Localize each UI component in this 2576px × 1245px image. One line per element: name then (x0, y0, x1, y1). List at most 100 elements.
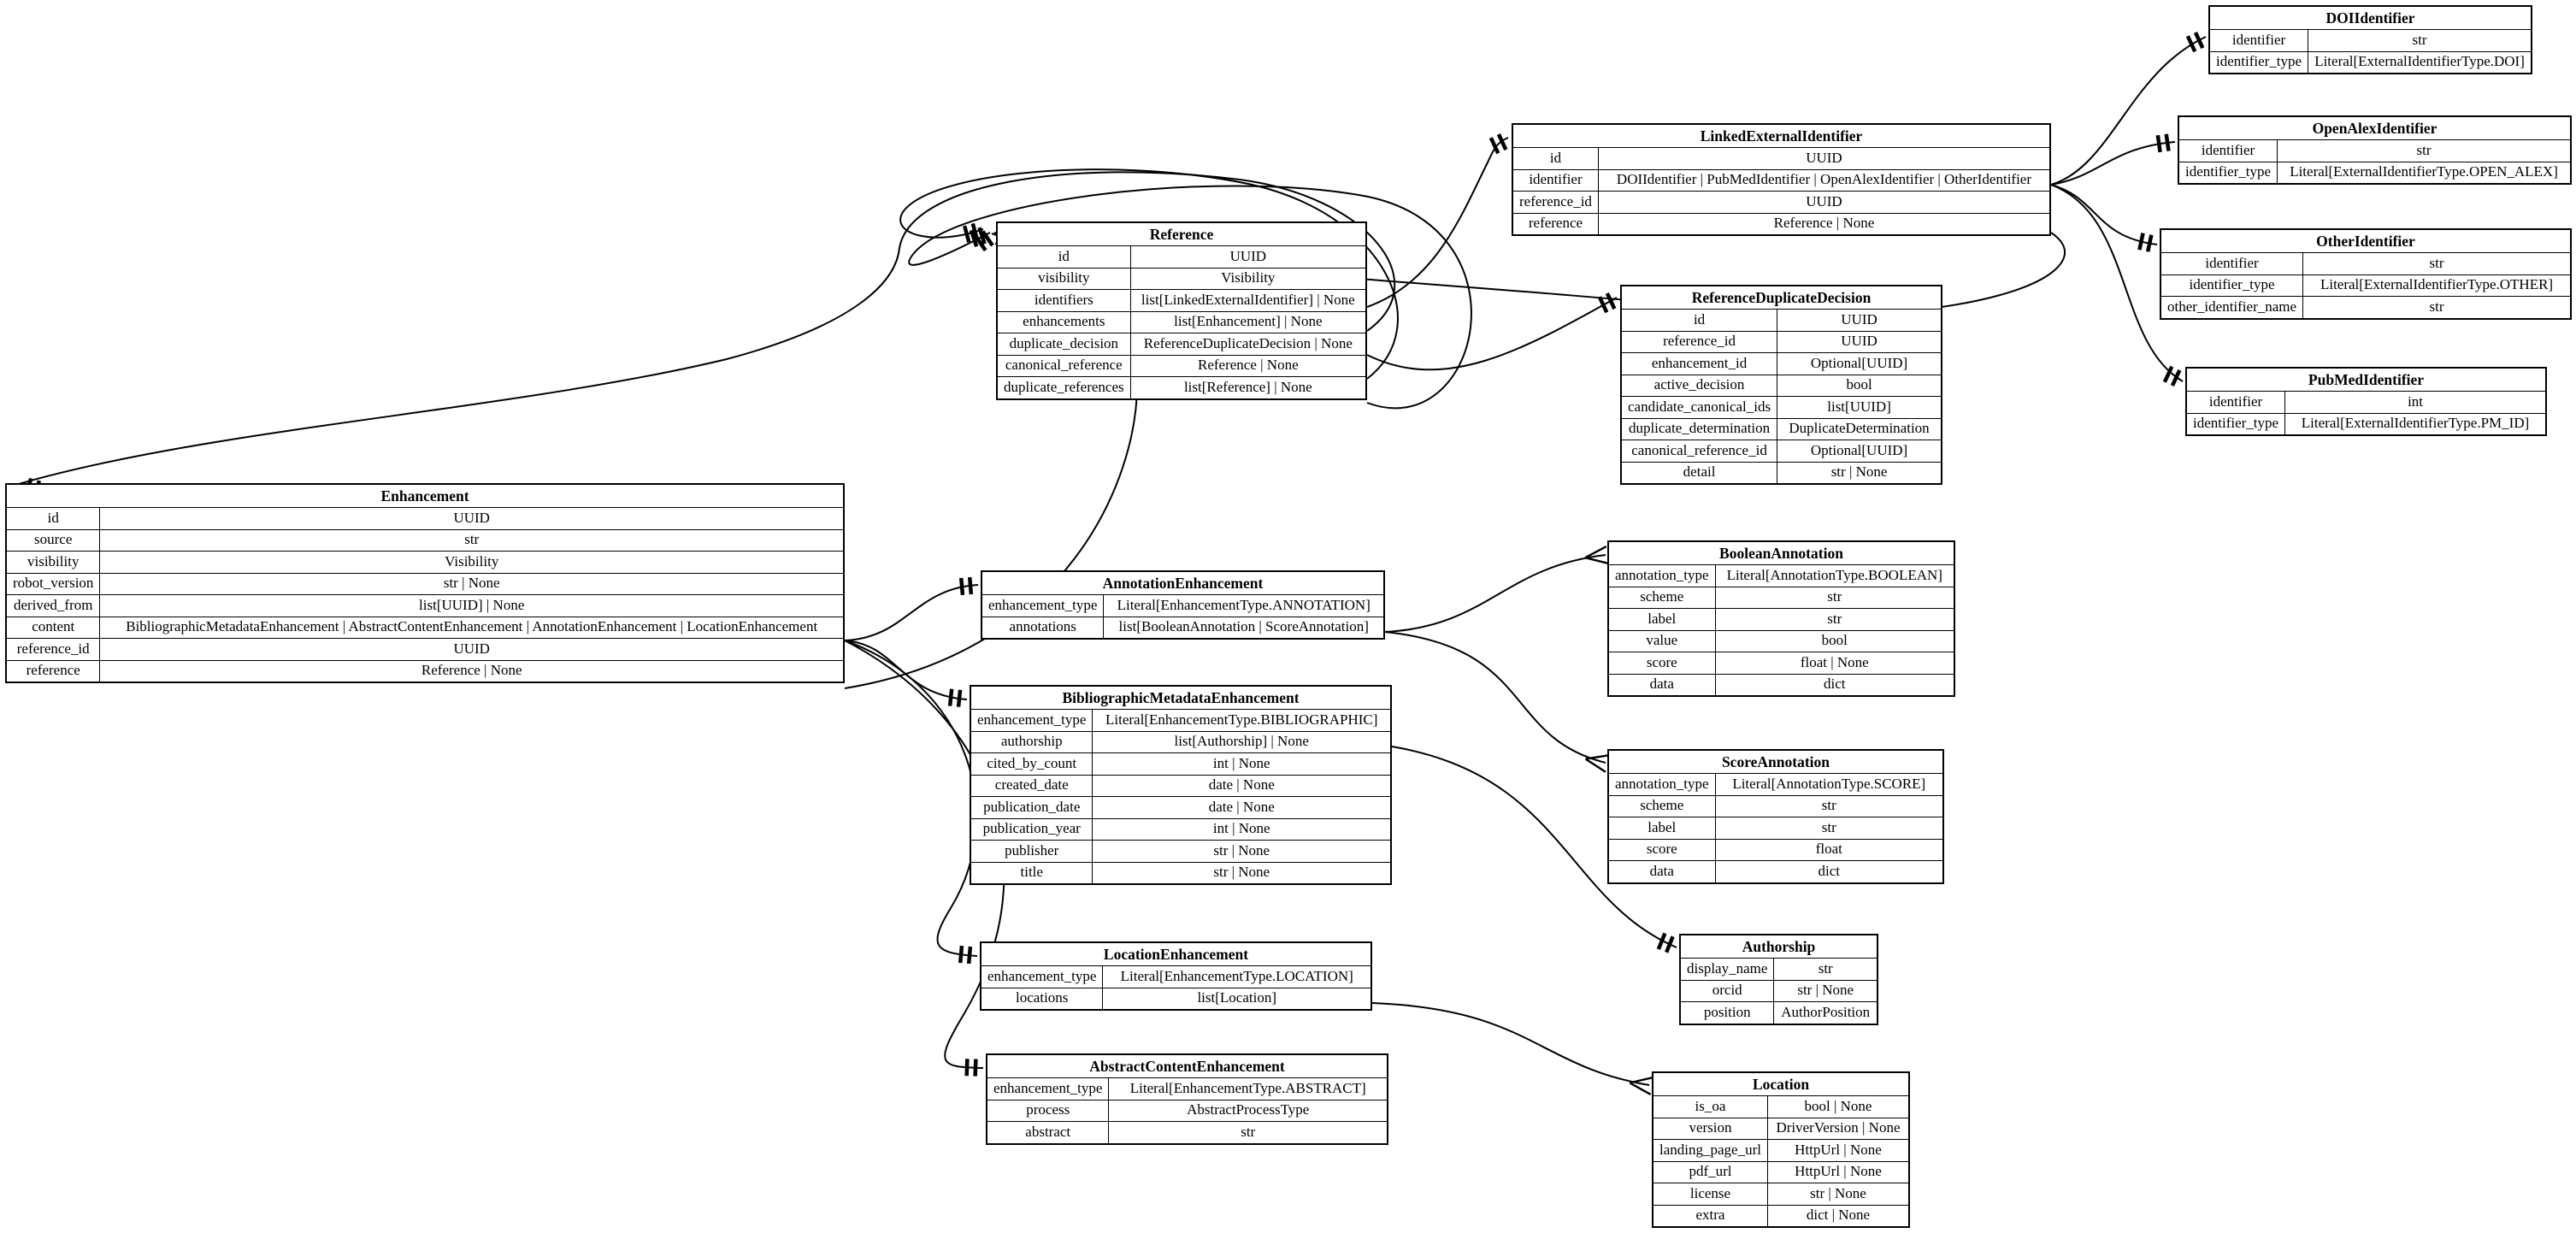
edge-locationenhancement-locations-to-location (1371, 1002, 1650, 1086)
entity-header-row: AnnotationEnhancement (981, 570, 1385, 595)
field-type: str (1773, 958, 1878, 981)
field-type: float (1714, 838, 1944, 861)
field-type: AuthorPosition (1773, 1001, 1878, 1024)
entity-title: BibliographicMetadataEnhancement (970, 685, 1392, 710)
field-type: str | None (1092, 861, 1392, 885)
field-name: candidate_canonical_ids (1620, 396, 1778, 419)
field-type: BibliographicMetadataEnhancement | Abstr… (99, 616, 845, 639)
field-type: Literal[ExternalIdentifierType.OPEN_ALEX… (2277, 161, 2572, 185)
field-type: UUID (99, 507, 845, 530)
field-type: str (99, 528, 845, 552)
one-tick-marker (956, 689, 963, 707)
field-name: enhancement_type (986, 1077, 1110, 1100)
one-tick-marker (967, 576, 974, 595)
field-name: is_oa (1652, 1095, 1768, 1118)
one-tick-marker (1597, 296, 1609, 314)
field-name: duplicate_decision (996, 333, 1131, 356)
entity-header-row: ReferenceDuplicateDecision (1620, 285, 1942, 310)
field-name: identifiers (996, 289, 1131, 312)
field-name: abstract (986, 1121, 1110, 1144)
field-type: UUID (1597, 147, 2051, 170)
field-name: annotation_type (1607, 773, 1716, 796)
field-name: identifier (2185, 391, 2286, 414)
entity-header-row: Location (1652, 1071, 1910, 1096)
field-type: UUID (1777, 330, 1942, 353)
field-name: id (1620, 309, 1778, 332)
field-type: str | None (1766, 1183, 1910, 1206)
crow-foot-many-marker (1584, 546, 1607, 559)
field-type: str (1714, 817, 1944, 840)
field-type: Literal[ExternalIdentifierType.DOI] (2308, 50, 2532, 74)
field-type: list[BooleanAnnotation | ScoreAnnotation… (1103, 616, 1385, 640)
one-tick-marker (1496, 133, 1508, 151)
entity-title: OpenAlexIdentifier (2178, 115, 2572, 140)
edge-linkedexternalidentifier-identifier-to-openalexidentifier (2050, 141, 2176, 186)
edge-annotationenhancement-annotations-to-booleanannotation (1384, 554, 1606, 633)
one-tick-marker (969, 229, 979, 248)
field-type: int | None (1092, 817, 1392, 841)
field-type: str (2308, 29, 2532, 52)
field-type: Literal[ExternalIdentifierType.OTHER] (2302, 274, 2572, 297)
field-name: robot_version (5, 572, 101, 595)
entity-header-row: ScoreAnnotation (1607, 749, 1944, 774)
field-type: Literal[EnhancementType.ABSTRACT] (1108, 1077, 1388, 1100)
field-name: identifier (2160, 252, 2304, 275)
field-type: dict (1714, 673, 1955, 697)
crow-foot-many-marker (1629, 1082, 1652, 1095)
entity-header-row: Enhancement (5, 483, 845, 508)
field-type: dict (1714, 860, 1944, 883)
one-tick-marker (1605, 292, 1617, 310)
field-type: int (2284, 391, 2547, 414)
edge-linkedexternalidentifier-identifier-to-pubmedidentifier (2050, 184, 2184, 382)
field-name: data (1607, 860, 1716, 883)
field-name: scheme (1607, 586, 1716, 609)
edge-reference-duplicate-references-to-reference (908, 185, 1472, 410)
entity-header-row: BooleanAnnotation (1607, 540, 1955, 565)
edge-enhancement-content-to-abstractcontentenhancement (844, 640, 1005, 1069)
field-type: Visibility (1129, 267, 1367, 290)
field-type: Literal[EnhancementType.LOCATION] (1102, 965, 1372, 988)
field-type: UUID (99, 638, 845, 661)
field-type: HttpUrl | None (1766, 1139, 1910, 1162)
field-name: identifier_type (2208, 50, 2309, 74)
field-name: display_name (1679, 958, 1775, 981)
field-name: id (1512, 147, 1599, 170)
field-name: license (1652, 1183, 1768, 1206)
edge-reference-canonical-reference-to-reference (899, 168, 1399, 380)
field-name: landing_page_url (1652, 1139, 1768, 1162)
one-tick-marker (2164, 133, 2171, 151)
crow-foot-many-marker (1629, 1076, 1653, 1084)
crow-foot-many-marker (1585, 754, 1610, 760)
field-type: DuplicateDetermination (1777, 417, 1942, 440)
field-name: derived_from (5, 594, 101, 617)
one-tick-marker (2193, 32, 2205, 50)
field-type: DOIIdentifier | PubMedIdentifier | OpenA… (1597, 168, 2051, 192)
field-type: date | None (1092, 796, 1392, 819)
field-type: UUID (1129, 245, 1367, 268)
entity-header-row: Authorship (1679, 934, 1878, 959)
one-tick-marker (981, 230, 994, 247)
